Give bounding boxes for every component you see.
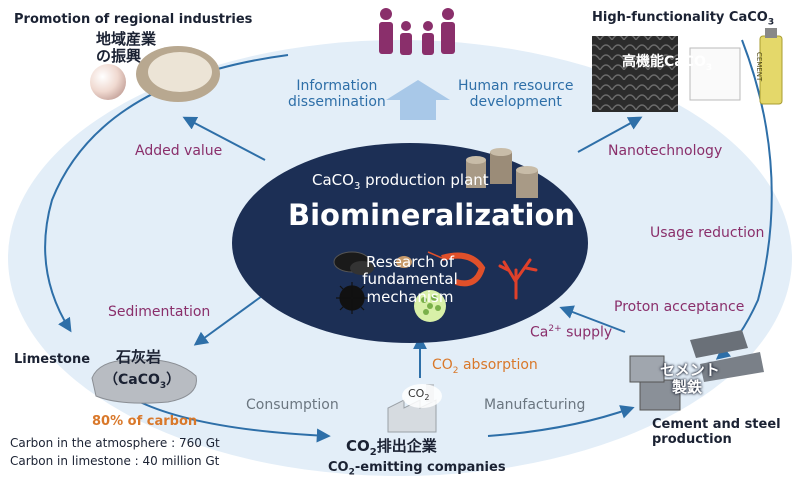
co2-emitters-en: CO2-emitting companies: [328, 460, 506, 478]
high-functionality-title: High-functionality CaCO3: [592, 10, 775, 28]
regional-industries-jp: 地域産業 の振興: [96, 30, 157, 66]
coral-icon: [498, 258, 538, 300]
family-icon: [379, 8, 455, 55]
arrow-sedimentation: [193, 295, 263, 346]
added-value-label: Added value: [135, 143, 223, 159]
consumption-label: Consumption: [246, 397, 339, 413]
limestone-label: Limestone: [14, 352, 91, 367]
arrow-added-value: [182, 116, 266, 161]
shrimp-icon: [427, 251, 486, 287]
research-line: mechanism: [366, 287, 454, 306]
production-plant-label: CaCO3 production plant: [312, 171, 489, 192]
cycle-arc-bottom-right: [487, 405, 635, 437]
regional-industries-title: Promotion of regional industries: [14, 12, 253, 27]
co2-emitters-jp: CO2排出企業: [346, 437, 437, 458]
cement-steel-en: Cement and steel production: [652, 417, 781, 447]
limestone-rock-icon: [91, 359, 197, 404]
coccolith-icon: [414, 290, 446, 322]
center-title: Biomineralization: [288, 198, 576, 232]
cement-steel-jp: セメント 製鉄: [660, 361, 720, 397]
manufacturing-label: Manufacturing: [484, 397, 586, 413]
usage-reduction-label: Usage reduction: [650, 225, 765, 241]
steel-blocks-icon: [629, 330, 764, 411]
cycle-arc-bottom-left: [139, 401, 331, 443]
limestone-jp: 石灰岩: [116, 348, 162, 366]
carbon-percent-label: 80% of carbon: [92, 414, 198, 429]
ca-supply-label: Ca2+ supply: [530, 324, 613, 341]
research-line: Research of: [365, 253, 455, 271]
limestone-formula: （CaCO3）: [104, 372, 181, 391]
cement-tube-label: CEMENT: [755, 52, 763, 82]
block-up-arrow: [386, 80, 450, 120]
research-line: fundamental: [362, 270, 458, 289]
arrow-nanotechnology: [577, 116, 643, 153]
co2-absorption-label: CO2 absorption: [432, 357, 538, 376]
co2-cloud-label: CO2: [408, 387, 430, 403]
tanks-icon: [466, 148, 538, 198]
shellfish-icon: [333, 251, 412, 275]
factory-icon: [387, 384, 442, 433]
high-functionality-jp: 高機能CaCO3: [622, 54, 713, 73]
sedimentation-label: Sedimentation: [108, 304, 211, 320]
textured-material-icon: [592, 36, 678, 112]
research-label: Research of fundamental mechanism: [355, 253, 465, 306]
sea-urchin-icon: [336, 282, 368, 314]
center-ellipse: [232, 143, 588, 343]
pearl-oyster-icon: [90, 46, 220, 102]
proton-acceptance-label: Proton acceptance: [614, 299, 745, 315]
arrow-proton: [559, 305, 626, 333]
paper-sheet: [689, 47, 741, 101]
human-resource-label: Human resource development: [458, 78, 574, 111]
cement-tube-icon: [759, 28, 783, 105]
carbon-limestone-label: Carbon in limestone : 40 million Gt: [10, 454, 220, 468]
carbon-atmosphere-label: Carbon in the atmosphere : 760 Gt: [10, 436, 220, 450]
nanotechnology-label: Nanotechnology: [608, 143, 723, 159]
information-dissemination-label: Information dissemination: [288, 78, 386, 111]
